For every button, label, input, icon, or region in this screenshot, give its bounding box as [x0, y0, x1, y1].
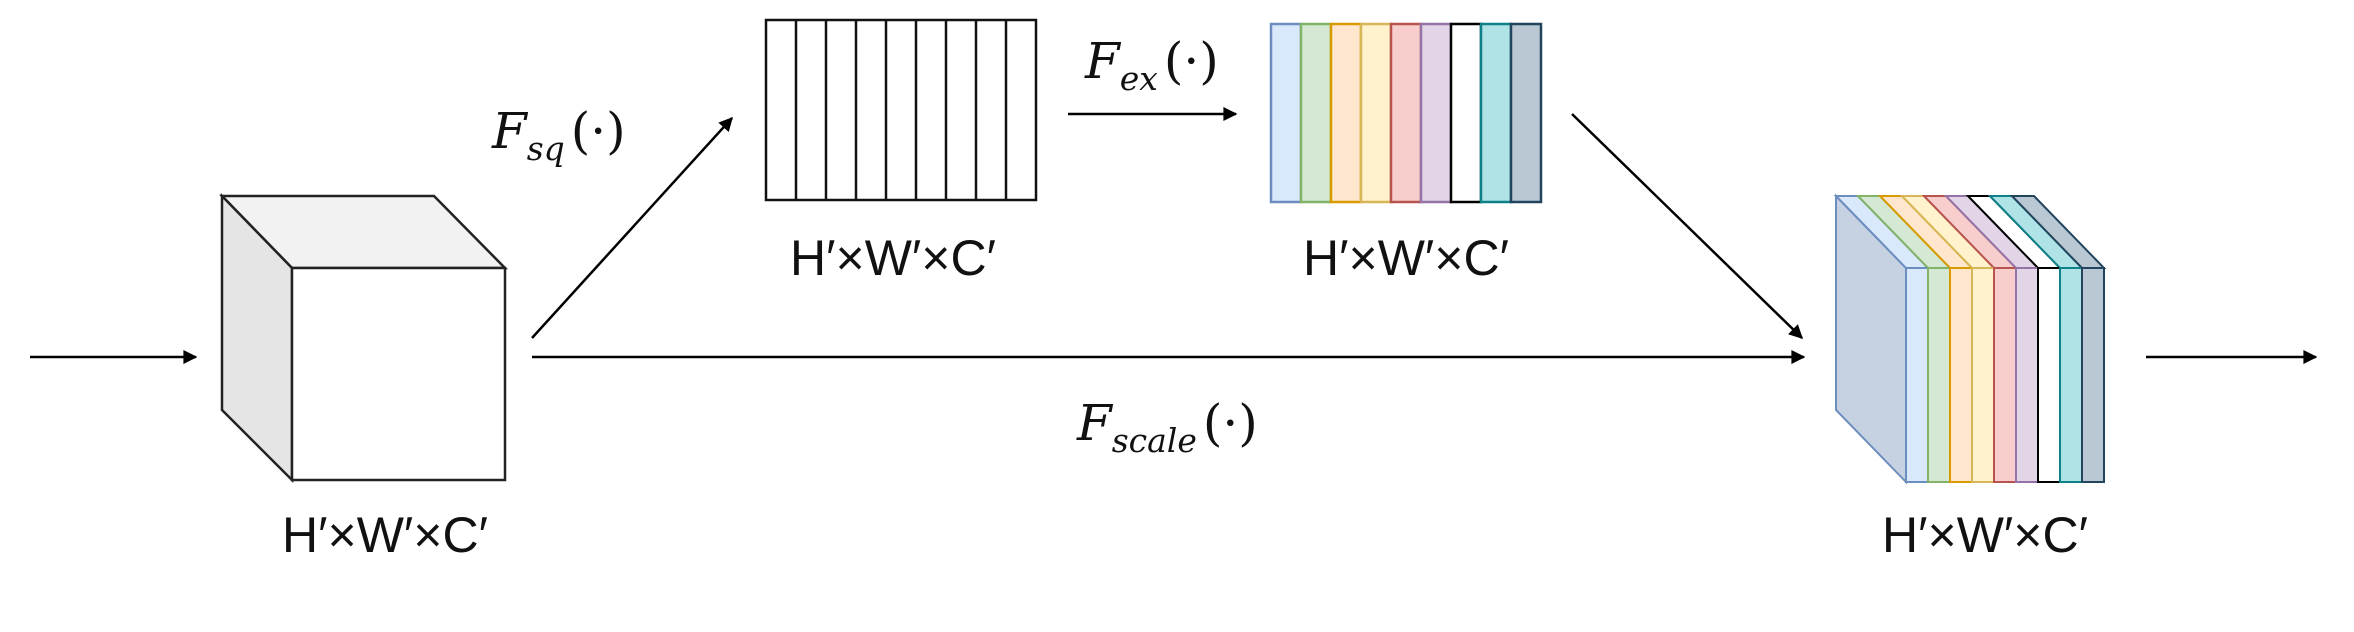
excitation-channel: [1419, 22, 1453, 204]
output-block: [1833, 193, 2107, 485]
squeeze-dims-label: H′×W′×C′: [790, 230, 996, 286]
squeeze-block-frame: [764, 18, 1038, 202]
output-dims-label: H′×W′×C′: [1882, 507, 2088, 563]
output-channel-front: [1993, 267, 2017, 483]
scale-weights-arrow: [1571, 113, 1804, 339]
input-cube: [219, 192, 508, 484]
excitation-channel: [1509, 22, 1543, 204]
excitation-function-label: Fex(·): [1084, 32, 1219, 98]
excitation-channel: [1449, 22, 1483, 204]
output-channel-front: [2059, 267, 2083, 483]
squeeze-block: [764, 18, 1038, 202]
excitation-channel: [1269, 22, 1303, 204]
output-channel-front: [1927, 267, 1951, 483]
excitation-dims-label: H′×W′×C′: [1303, 230, 1509, 286]
output-channel-front: [2081, 267, 2105, 483]
scale-function-label: Fscale(·): [1076, 394, 1258, 460]
excitation-channel: [1299, 22, 1333, 204]
output-channel-front: [2015, 267, 2039, 483]
excitation-channel: [1329, 22, 1363, 204]
excitation-channel: [1479, 22, 1513, 204]
output-channel-front: [1949, 267, 1973, 483]
output-channel-front: [2037, 267, 2061, 483]
output-channel-front: [1971, 267, 1995, 483]
output-channel-front: [1905, 267, 1929, 483]
input-dims-label: H′×W′×C′: [282, 507, 488, 563]
squeeze-function-label: Fsq(·): [491, 102, 626, 168]
squeeze-arrow: [531, 116, 733, 339]
excitation-block: [1269, 22, 1543, 204]
excitation-channel: [1389, 22, 1423, 204]
excitation-channel: [1359, 22, 1393, 204]
